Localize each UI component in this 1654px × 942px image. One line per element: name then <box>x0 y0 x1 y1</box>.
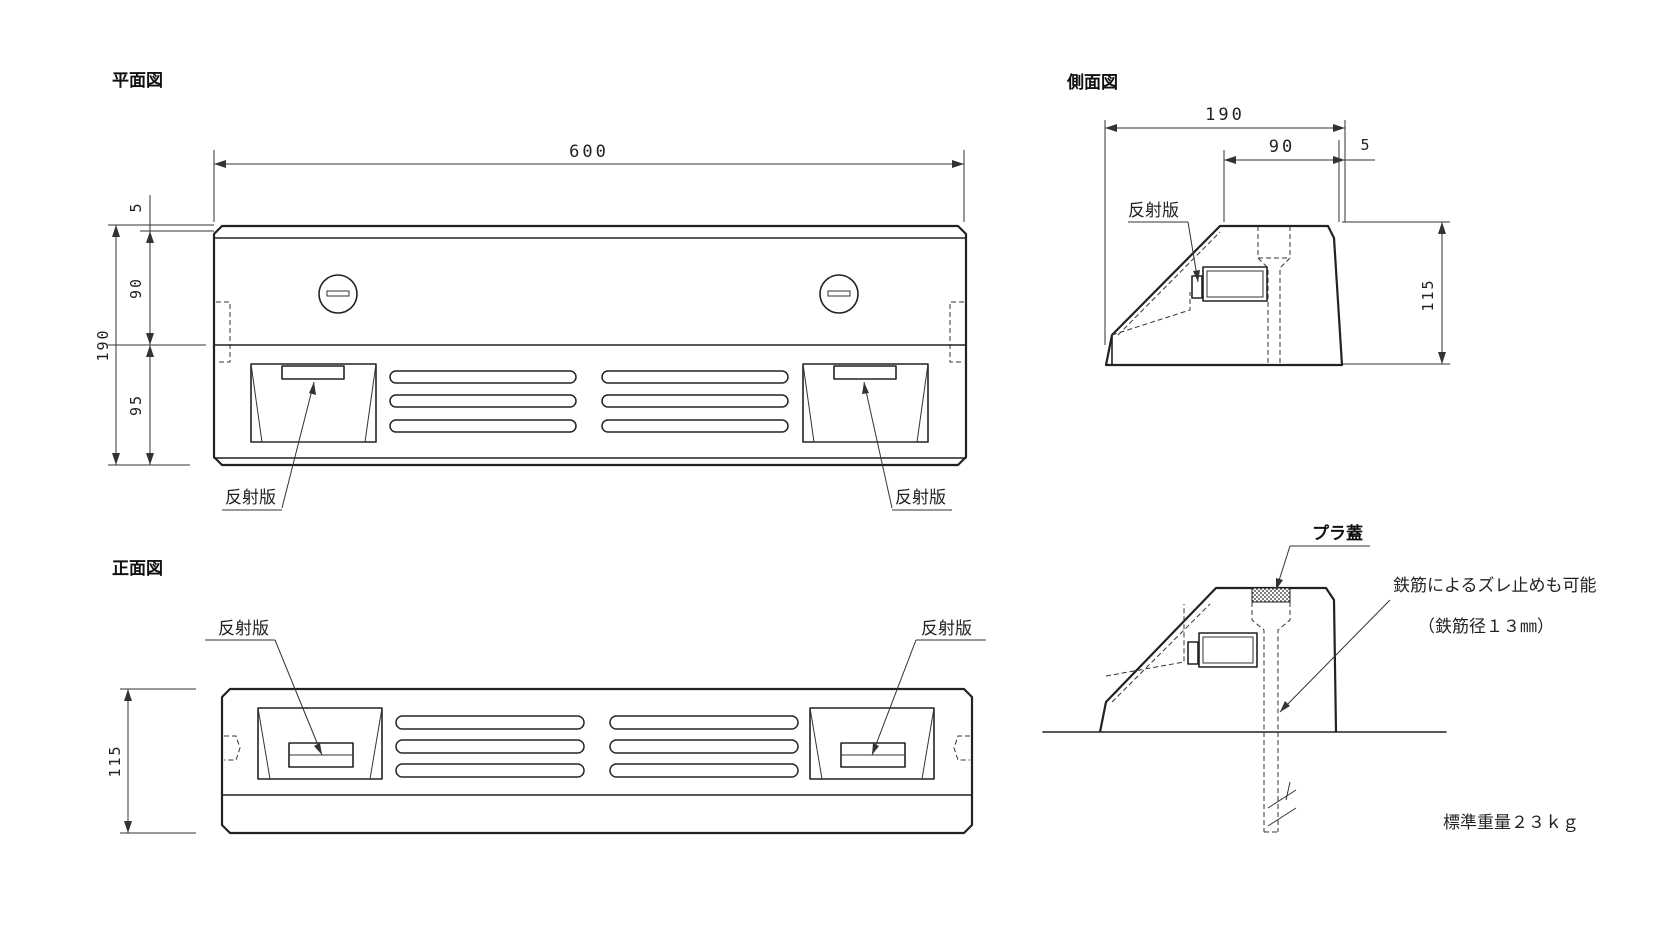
front-view-title: 正面図 <box>112 559 163 579</box>
side-body <box>1104 224 1344 367</box>
plan-height-dimensions: 5 90 95 190 <box>94 195 214 466</box>
front-reflector-left <box>257 707 383 780</box>
plan-reflector-callouts: 反射版 反射版 <box>222 381 952 511</box>
bolt-cap-left <box>318 274 358 314</box>
plan-reflector-label-right: 反射版 <box>895 488 946 508</box>
plan-offset-label: 5 <box>127 201 145 212</box>
front-reflector-callouts: 反射版 反射版 <box>205 619 986 756</box>
plan-lower-label: 95 <box>127 394 145 416</box>
section-reflector <box>1187 632 1258 668</box>
section-body <box>1098 586 1338 733</box>
plan-body <box>212 224 968 467</box>
plan-total-label: 190 <box>94 328 112 361</box>
plan-slots <box>389 370 789 433</box>
front-reflector-label-left: 反射版 <box>218 619 269 639</box>
plastic-cap-label: プラ蓋 <box>1312 523 1363 544</box>
side-view: 側面図 190 90 5 115 <box>1066 72 1450 367</box>
plan-width-label: 600 <box>569 142 609 162</box>
rebar-note-label: 鉄筋によるズレ止めも可能 <box>1393 576 1597 596</box>
side-view-title: 側面図 <box>1066 72 1118 93</box>
side-dimensions: 190 90 5 115 <box>1104 105 1450 365</box>
plan-reflector-label-left: 反射版 <box>225 488 276 508</box>
front-reflector-label-right: 反射版 <box>921 619 972 639</box>
plan-reflector-right <box>802 363 929 443</box>
rebar-diameter-label: （鉄筋径１３㎜） <box>1418 617 1554 637</box>
side-reflector-callout: 反射版 <box>1128 201 1200 283</box>
front-view: 正面図 115 <box>106 559 986 835</box>
rebar <box>1263 732 1297 833</box>
side-reflector-label: 反射版 <box>1128 201 1179 221</box>
front-height-label: 115 <box>106 744 124 777</box>
section-callouts: プラ蓋 鉄筋によるズレ止めも可能 （鉄筋径１３㎜） <box>1275 523 1597 713</box>
plan-reflector-left <box>250 363 377 443</box>
plan-view: 平面図 600 5 90 95 <box>94 71 968 511</box>
plan-view-title: 平面図 <box>112 71 163 91</box>
plan-upper-label: 90 <box>127 277 145 299</box>
front-slots <box>395 715 799 778</box>
side-total-label: 190 <box>1205 105 1245 125</box>
side-inner-label: 90 <box>1269 137 1295 157</box>
front-reflector-right <box>809 707 935 780</box>
front-height-dimension: 115 <box>106 688 196 834</box>
plastic-cap <box>1251 587 1291 603</box>
section-view: プラ蓋 鉄筋によるズレ止めも可能 （鉄筋径１３㎜） 標準重量２３ｋｇ <box>1042 523 1597 833</box>
side-height-label: 115 <box>1419 278 1437 311</box>
side-reflector <box>1191 266 1268 302</box>
plan-width-dimension: 600 <box>213 142 965 222</box>
bolt-cap-right <box>819 274 859 314</box>
side-offset-label: 5 <box>1360 136 1371 154</box>
standard-weight-label: 標準重量２３ｋｇ <box>1443 813 1579 833</box>
front-body <box>220 687 974 835</box>
